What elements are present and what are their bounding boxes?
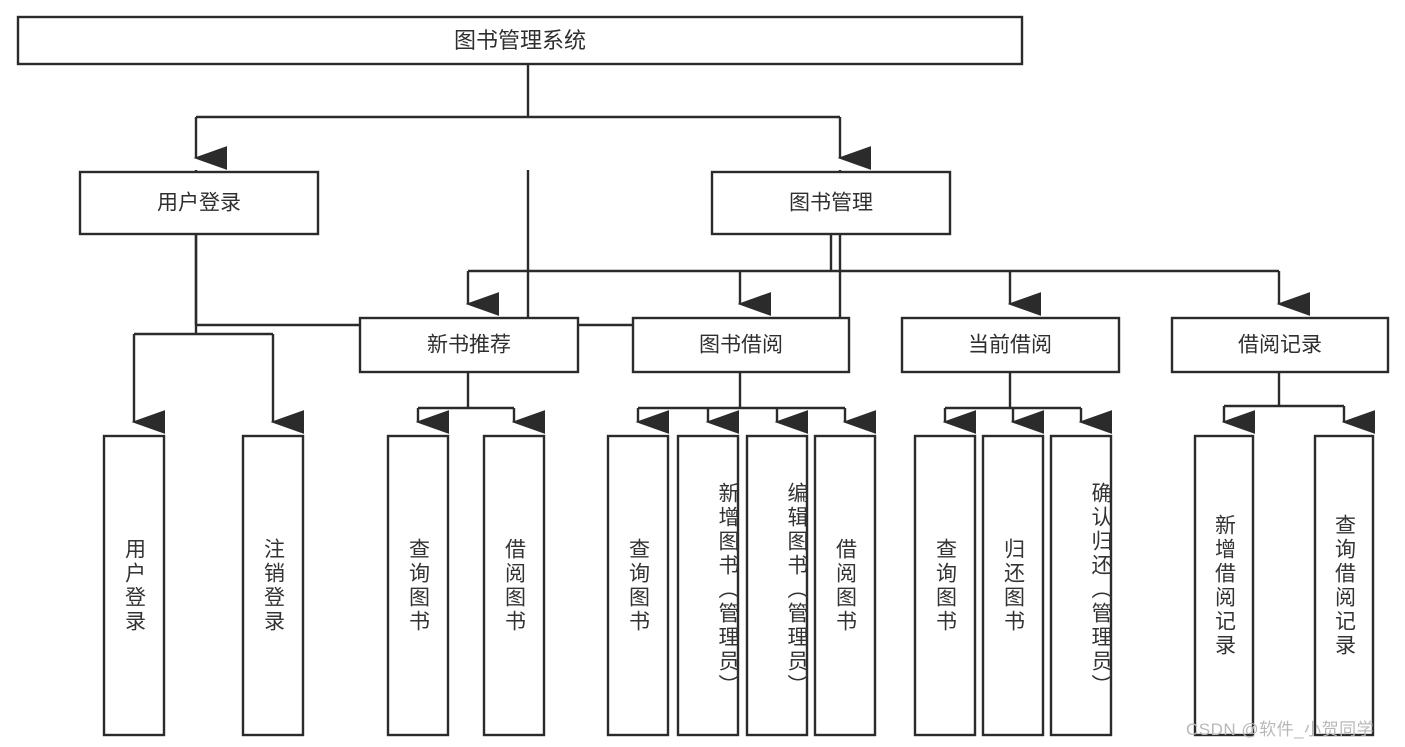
node-user-login-box[interactable] bbox=[78, 170, 320, 236]
node-current-borrow[interactable]: 当前借阅 bbox=[900, 316, 1121, 374]
node-root-label: 图书管理系统 bbox=[454, 28, 586, 53]
node-current-borrow-label: 当前借阅 bbox=[968, 334, 1052, 357]
node-leaf-query-book-bo-box[interactable] bbox=[606, 434, 670, 737]
node-book-borrow-box[interactable] bbox=[631, 316, 851, 374]
node-leaf-confirm-return-box[interactable] bbox=[1049, 434, 1113, 737]
node-new-book-rec-label: 新书推荐 bbox=[427, 334, 511, 357]
node-book-manage-box[interactable] bbox=[710, 170, 952, 236]
node-book-borrow[interactable]: 图书借阅 bbox=[631, 316, 851, 374]
node-leaf-query-book-rec-box[interactable] bbox=[386, 434, 450, 737]
leaf-box-layer bbox=[102, 434, 1375, 737]
node-leaf-edit-book-box[interactable] bbox=[745, 434, 809, 737]
node-leaf-return-book-box[interactable] bbox=[981, 434, 1045, 737]
node-user-login[interactable]: 用户登录 bbox=[78, 170, 320, 236]
node-leaf-add-book-box[interactable] bbox=[676, 434, 740, 737]
node-leaf-borrow-book-bo-box[interactable] bbox=[813, 434, 877, 737]
node-leaf-borrow-book-rec-box[interactable] bbox=[482, 434, 546, 737]
node-leaf-user-login-box[interactable] bbox=[102, 434, 166, 737]
node-book-manage-label: 图书管理 bbox=[789, 192, 873, 215]
node-new-book-rec[interactable]: 新书推荐 bbox=[358, 316, 580, 374]
node-borrow-record[interactable]: 借阅记录 bbox=[1170, 316, 1390, 374]
node-current-borrow-box[interactable] bbox=[900, 316, 1121, 374]
node-book-borrow-label: 图书借阅 bbox=[699, 334, 783, 357]
connector-layer-main bbox=[131, 64, 1376, 434]
node-book-manage[interactable]: 图书管理 bbox=[710, 170, 952, 236]
node-leaf-query-book-cur-box[interactable] bbox=[913, 434, 977, 737]
node-root[interactable]: 图书管理系统 bbox=[16, 15, 1024, 66]
node-leaf-add-record-box[interactable] bbox=[1193, 434, 1255, 737]
node-user-login-label: 用户登录 bbox=[157, 192, 241, 215]
csdn-watermark: CSDN @软件_小贺同学 bbox=[1186, 720, 1375, 739]
node-leaf-logout-login-box[interactable] bbox=[241, 434, 305, 737]
node-borrow-record-label: 借阅记录 bbox=[1238, 334, 1322, 357]
node-leaf-query-record-box[interactable] bbox=[1313, 434, 1375, 737]
node-root-box[interactable] bbox=[16, 15, 1024, 66]
node-new-book-rec-box[interactable] bbox=[358, 316, 580, 374]
node-borrow-record-box[interactable] bbox=[1170, 316, 1390, 374]
